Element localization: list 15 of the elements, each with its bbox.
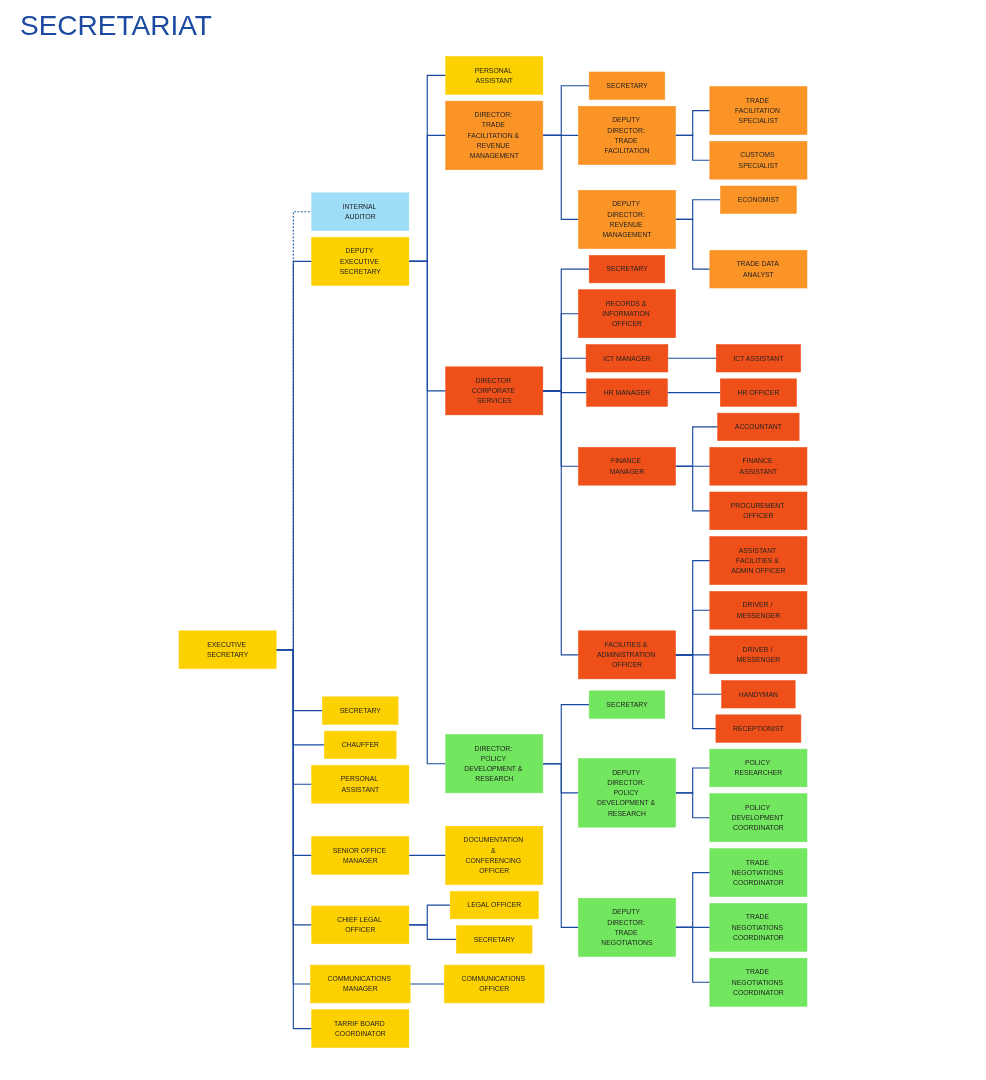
connector xyxy=(674,792,711,819)
connector xyxy=(667,357,717,359)
connector xyxy=(408,854,447,856)
connector xyxy=(674,218,711,270)
chart-title: SECRETARIAT xyxy=(20,10,213,42)
connector xyxy=(674,134,711,161)
connector xyxy=(674,926,711,983)
connector xyxy=(542,763,579,928)
connector xyxy=(542,390,579,656)
connector xyxy=(408,924,458,940)
connector xyxy=(542,134,579,220)
connector xyxy=(666,392,721,394)
connector xyxy=(674,654,717,730)
connector xyxy=(674,465,711,512)
connector xyxy=(408,260,447,765)
